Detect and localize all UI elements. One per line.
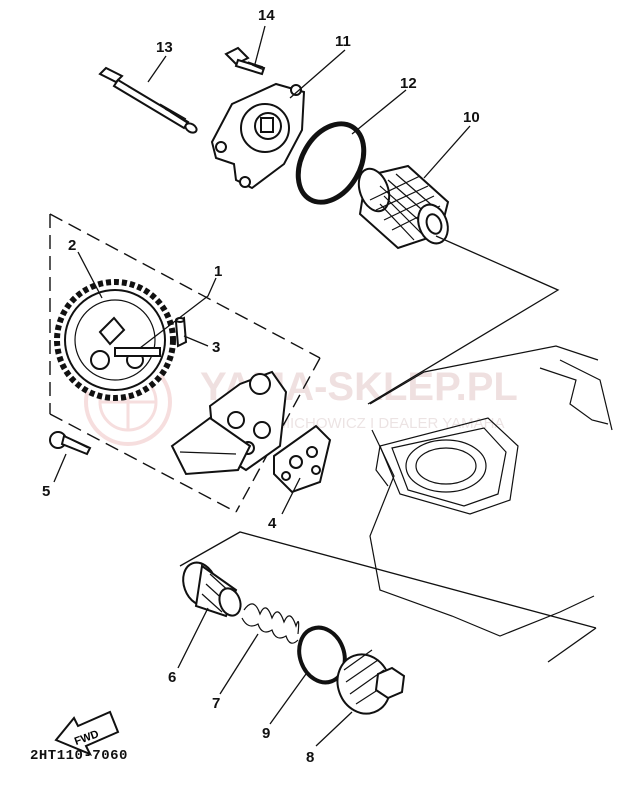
part-4-pump-plate [273, 424, 332, 494]
callout-12: 12 [400, 75, 417, 92]
callout-13: 13 [156, 39, 173, 56]
oil-pump-body [170, 370, 288, 476]
part-11-filter-cover [210, 82, 306, 190]
lower-leader-box [179, 531, 597, 663]
part-12-o-ring [295, 121, 367, 205]
callout-8: 8 [306, 749, 314, 766]
leader-lines [53, 25, 560, 747]
part-6-strainer [182, 561, 242, 618]
callout-7: 7 [212, 695, 220, 712]
callout-1: 1 [214, 263, 222, 280]
callout-4: 4 [268, 515, 277, 532]
callout-3: 3 [212, 339, 220, 356]
callout-6: 6 [168, 669, 176, 686]
fwd-arrow-icon: FWD [54, 710, 120, 756]
callout-5: 5 [42, 483, 50, 500]
part-10-oil-filter [357, 164, 450, 250]
crankcase-outline [369, 345, 613, 637]
part-8-drain-plug [336, 649, 406, 715]
callout-10: 10 [463, 109, 480, 126]
callout-9: 9 [262, 725, 270, 742]
part-2-gear [54, 279, 176, 401]
callouts: 14 13 11 12 10 1 2 3 4 5 6 7 9 8 [42, 7, 480, 766]
callout-2: 2 [68, 237, 76, 254]
drawing-code: 2HT110-7060 [30, 748, 128, 764]
part-13-long-bolt [98, 66, 198, 134]
callout-11: 11 [335, 33, 351, 50]
part-7-spring [241, 603, 300, 644]
part-5-screw [49, 431, 92, 456]
callout-14: 14 [258, 7, 275, 24]
part-14-short-bolt [224, 46, 266, 76]
part-9-o-ring [297, 625, 347, 685]
part-3-dowel-pin [174, 316, 188, 348]
